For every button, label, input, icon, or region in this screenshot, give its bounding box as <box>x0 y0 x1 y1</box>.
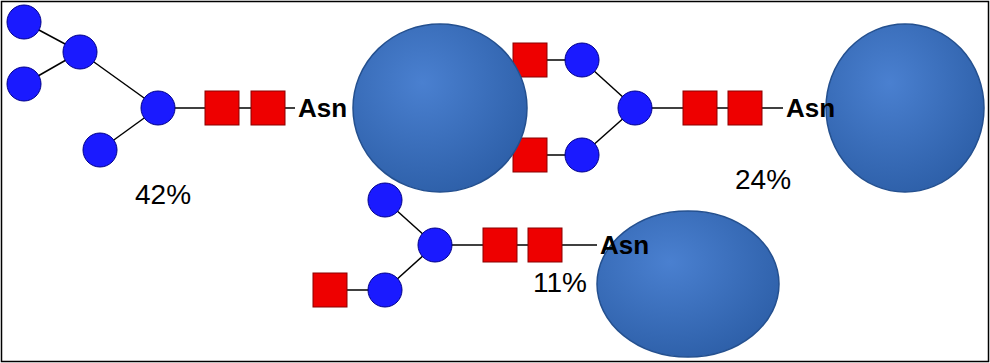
percentage-label: 11% <box>533 269 587 297</box>
protein-shape <box>352 23 528 193</box>
protein-ellipse: Asn <box>352 23 528 193</box>
protein-outline <box>826 24 984 192</box>
percentage-label: 24% <box>735 166 791 194</box>
protein-ellipse: Asn <box>596 210 780 358</box>
residue-label: Asn <box>786 95 835 121</box>
protein-outline <box>353 24 527 192</box>
residue-label: Asn <box>298 95 347 121</box>
protein-shape <box>825 23 985 193</box>
mannose-circles <box>7 5 652 307</box>
protein-ellipse: Asn <box>825 23 985 193</box>
protein-outline <box>597 211 779 357</box>
percentage-label: 42% <box>135 181 191 209</box>
residue-label: Asn <box>600 232 649 258</box>
